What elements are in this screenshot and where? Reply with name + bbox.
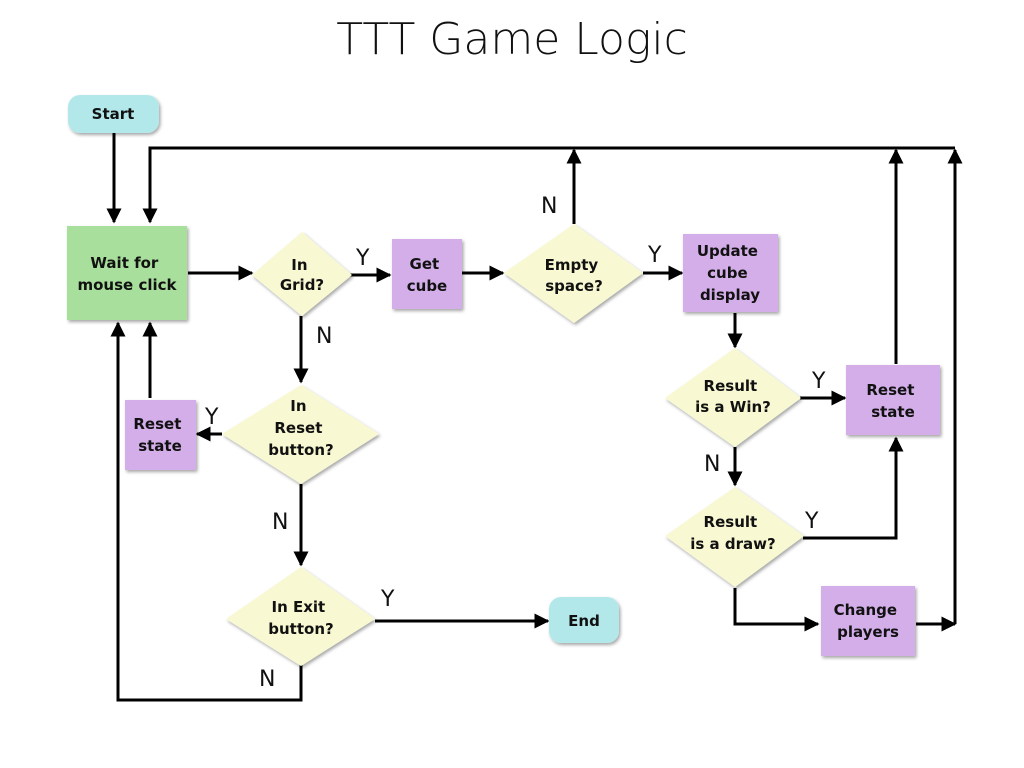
reset-state-right-node [846, 365, 940, 435]
exit-button-node [226, 567, 375, 666]
win-yes-label: Y [811, 369, 826, 394]
wait-label: Wait for mouse click [78, 254, 178, 294]
edge-result-draw-to-reset [803, 436, 904, 540]
result-draw-node [665, 487, 804, 587]
reset-state-right-label: Reset state [866, 381, 919, 421]
edge-result-draw-to-change-players [733, 588, 820, 632]
empty-space-label: Empty space? [545, 256, 604, 295]
nodes [67, 95, 940, 666]
exit-no-label: N [259, 667, 275, 692]
exit-button-label: In Exit button? [268, 598, 333, 638]
empty-no-label: N [541, 194, 557, 219]
in-grid-yes-label: Y [355, 246, 370, 271]
get-cube-node [392, 239, 462, 309]
start-label: Start [92, 105, 135, 123]
result-draw-label: Result is a draw? [690, 513, 775, 553]
edge-exit-back-to-wait [110, 321, 303, 702]
end-node [549, 597, 619, 643]
reset-button-node [222, 385, 379, 484]
reset-state-left-node [125, 400, 196, 470]
empty-yes-label: Y [647, 243, 662, 268]
update-display-node [683, 234, 778, 312]
update-display-label: Update cube display [697, 242, 763, 304]
change-players-label: Change players [834, 601, 903, 641]
reset-button-label: In Reset button? [268, 397, 333, 459]
exit-yes-label: Y [380, 587, 395, 612]
diagram-title: TTT Game Logic [336, 14, 688, 65]
edge-top-loop-to-wait [142, 146, 955, 224]
in-grid-label: In Grid? [280, 256, 324, 294]
end-label: End [568, 612, 600, 630]
empty-space-node [504, 224, 643, 323]
reset-state-left-label: Reset state [133, 415, 186, 455]
change-players-node [821, 586, 915, 656]
reset-button-no-label: N [272, 510, 288, 535]
wait-node [67, 226, 187, 320]
edges [106, 133, 963, 702]
edge-labels: Y N Y N Y N Y Y N Y N [204, 194, 826, 692]
get-cube-label: Get cube [407, 255, 447, 295]
in-grid-node [252, 232, 352, 316]
start-node [68, 95, 159, 133]
win-no-label: N [704, 452, 720, 477]
in-grid-no-label: N [316, 324, 332, 349]
result-win-node [665, 348, 801, 447]
result-win-label: Result is a Win? [695, 377, 771, 416]
reset-button-yes-label: Y [204, 405, 219, 430]
node-labels: Start Wait for mouse click In Grid? Get … [78, 105, 919, 641]
draw-yes-label: Y [804, 509, 819, 534]
